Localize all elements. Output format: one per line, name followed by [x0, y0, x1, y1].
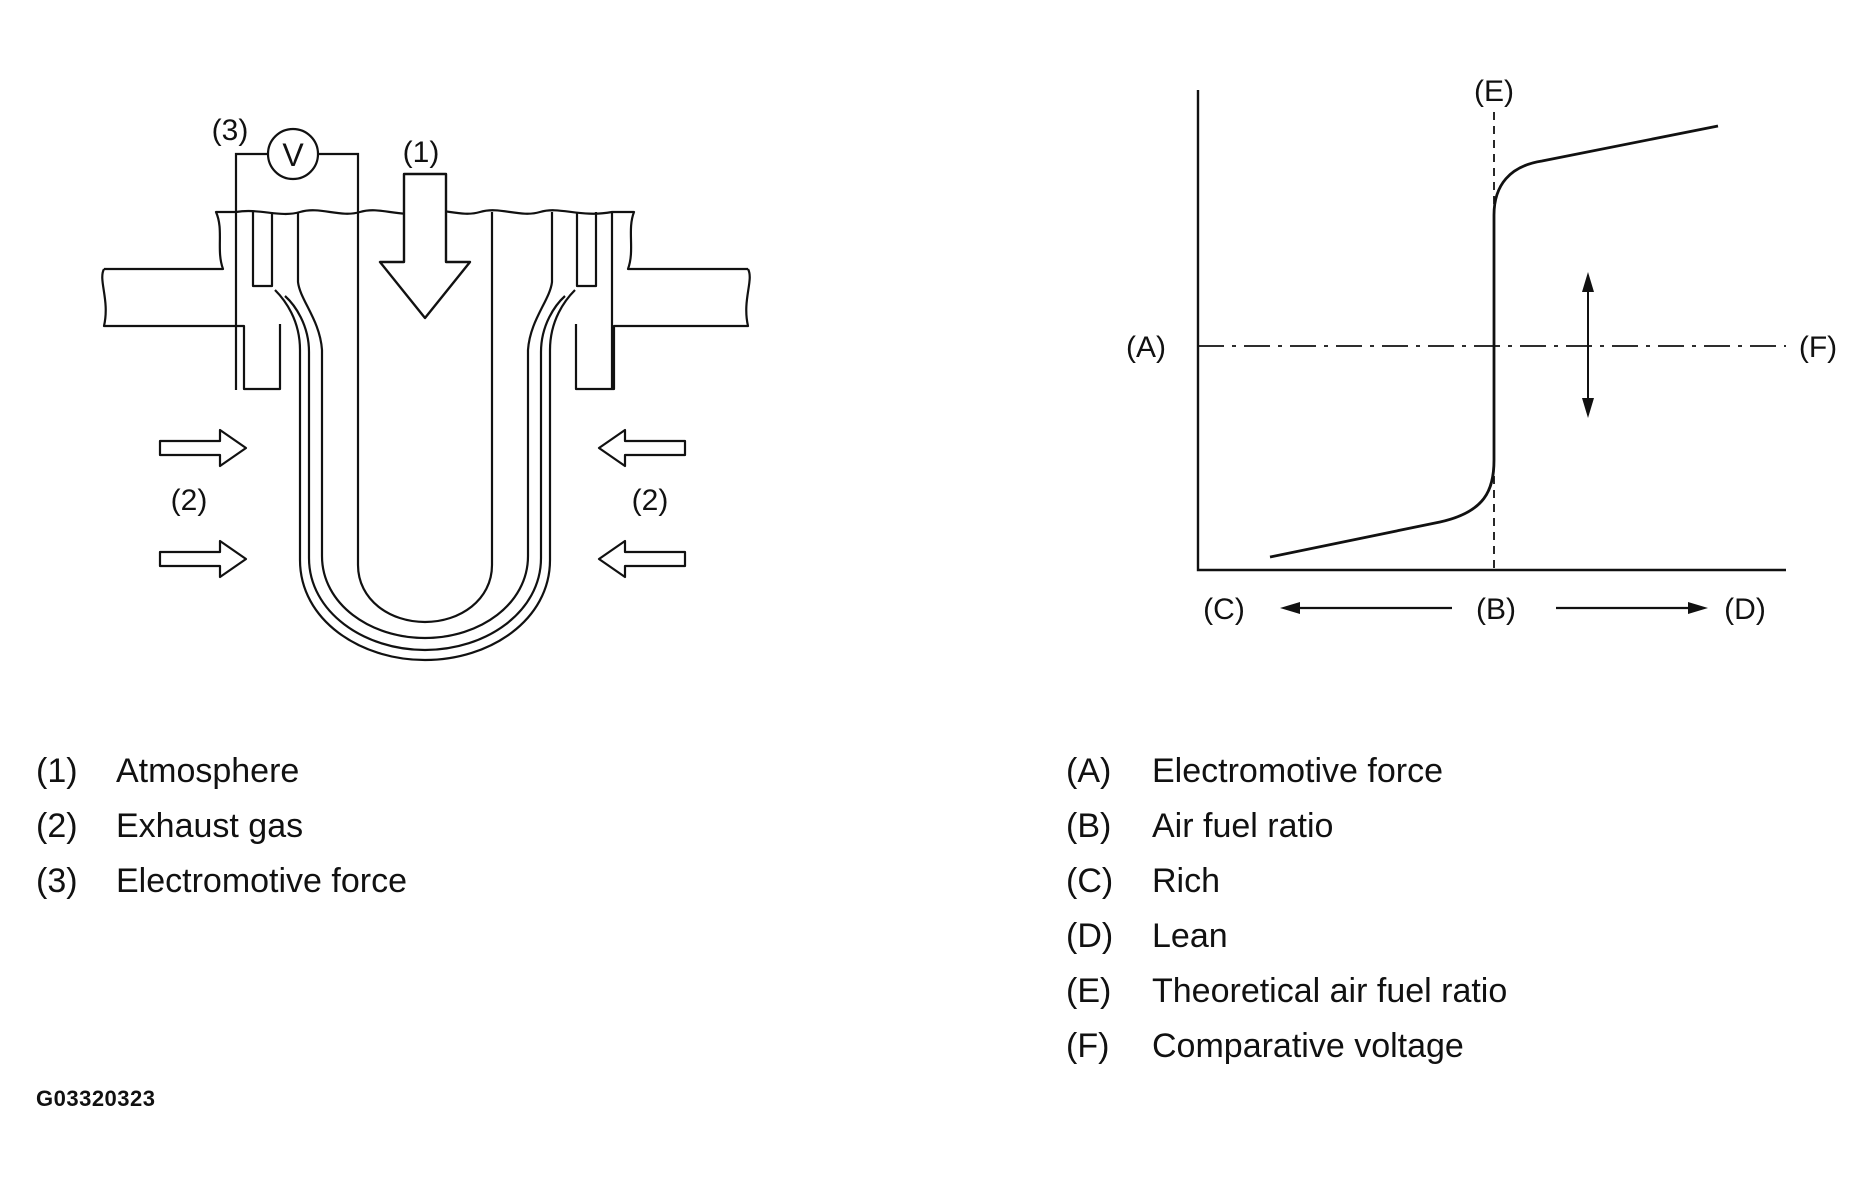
legend-item: (E) Theoretical air fuel ratio — [1066, 964, 1507, 1019]
legend-key: (2) — [36, 807, 78, 845]
legend-item: (3) Electromotive force — [36, 854, 407, 909]
legend-text: Lean — [1152, 917, 1228, 955]
legend-item: (A) Electromotive force — [1066, 744, 1507, 799]
voltmeter-symbol — [266, 127, 320, 181]
legend-text: Rich — [1152, 862, 1221, 900]
exhaust-pipe-boss-left — [104, 210, 238, 390]
voltage-arrow-head-up — [1582, 272, 1594, 292]
exhaust-pipe-wall-right — [574, 268, 751, 391]
exhaust-gas-arrows — [158, 428, 687, 579]
rich-arrow-head — [1280, 602, 1300, 614]
legend-item: (F) Comparative voltage — [1066, 1019, 1507, 1074]
graph-label-a: (A) — [1126, 331, 1166, 364]
sensor-housing-right — [575, 212, 598, 288]
legend-key: (1) — [36, 752, 78, 790]
legend-key: (E) — [1066, 972, 1112, 1010]
legend-key: (3) — [36, 862, 78, 900]
sensor-housing-left — [251, 212, 274, 288]
voltmeter-wire-left — [234, 152, 268, 212]
exhaust-arrow-right-upper — [597, 428, 687, 468]
graph-axes — [1196, 90, 1786, 572]
graph-label-e: (E) — [1474, 75, 1514, 108]
graph-label-f: (F) — [1799, 331, 1837, 364]
sensor-electrode-layer — [284, 295, 566, 652]
exhaust-pipe-boss-right — [610, 210, 748, 390]
legend-key: (F) — [1066, 1027, 1110, 1065]
graph-label-d: (D) — [1724, 593, 1766, 626]
sensor-atmosphere-chamber — [356, 212, 494, 624]
sensor-zirconia-outer — [296, 212, 554, 640]
emf-graph — [1196, 90, 1786, 572]
atmosphere-flow-arrow — [378, 172, 472, 320]
voltmeter-wire-right — [318, 152, 360, 212]
emf-curve — [1269, 124, 1719, 559]
legend-text: Comparative voltage — [1152, 1027, 1464, 1065]
legend-key: (A) — [1066, 752, 1112, 790]
legend-text: Air fuel ratio — [1152, 807, 1334, 845]
callout-emf: (3) — [212, 114, 249, 147]
figure-code: G03320323 — [36, 1086, 156, 1111]
callout-atmosphere: (1) — [403, 136, 440, 169]
graph-label-c: (C) — [1203, 593, 1245, 626]
exhaust-pipe-wall-left — [101, 268, 282, 391]
legend-graph: (A) Electromotive force (B) Air fuel rat… — [1066, 744, 1507, 1074]
voltmeter-letter: V — [282, 137, 304, 173]
legend-item: (2) Exhaust gas — [36, 799, 407, 854]
legend-text: Electromotive force — [116, 862, 407, 900]
legend-text: Electromotive force — [1152, 752, 1443, 790]
legend-item: (1) Atmosphere — [36, 744, 407, 799]
sensor-outer-shell — [274, 289, 576, 662]
legend-item: (B) Air fuel ratio — [1066, 799, 1507, 854]
legend-text: Atmosphere — [116, 752, 300, 790]
callout-exhaust-right: (2) — [632, 484, 669, 517]
legend-text: Theoretical air fuel ratio — [1152, 972, 1508, 1010]
voltmeter-circuit — [234, 127, 360, 212]
legend-sensor: (1) Atmosphere (2) Exhaust gas (3) Elect… — [36, 744, 407, 909]
legend-text: Exhaust gas — [116, 807, 304, 845]
exhaust-arrow-left-lower — [158, 539, 248, 579]
lean-arrow-head — [1688, 602, 1708, 614]
callout-exhaust-left: (2) — [171, 484, 208, 517]
voltage-arrow-head-down — [1582, 398, 1594, 418]
legend-key: (C) — [1066, 862, 1114, 900]
legend-item: (C) Rich — [1066, 854, 1507, 909]
graph-label-b: (B) — [1476, 593, 1516, 626]
exhaust-arrow-left-upper — [158, 428, 248, 468]
exhaust-arrow-right-lower — [597, 539, 687, 579]
legend-key: (B) — [1066, 807, 1112, 845]
legend-item: (D) Lean — [1066, 909, 1507, 964]
legend-key: (D) — [1066, 917, 1114, 955]
